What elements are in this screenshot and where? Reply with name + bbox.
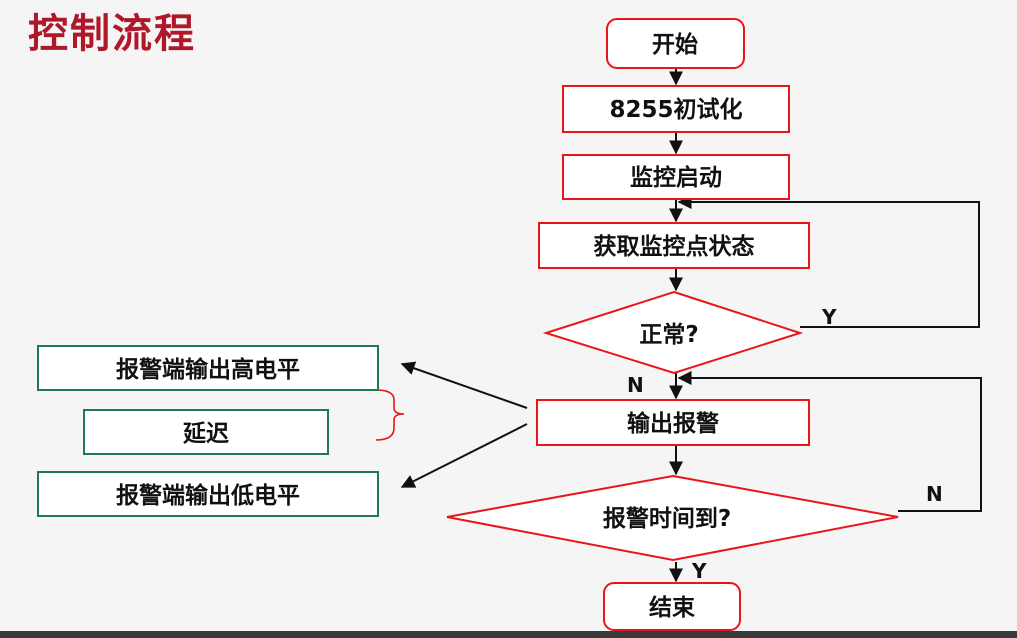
side-step-delay-label: 延迟 (182, 421, 229, 447)
node-monitor-start: 监控启动 (562, 154, 790, 200)
node-output-alarm: 输出报警 (536, 399, 810, 446)
connectors (400, 68, 982, 583)
page-title: 控制流程 (28, 11, 196, 57)
decision-normal-label: 正常? (639, 322, 698, 348)
node-get-status: 获取监控点状态 (538, 222, 810, 269)
arrow-output-to-high (400, 361, 528, 409)
node-start-label: 开始 (652, 31, 698, 58)
bottom-bar (0, 631, 1017, 638)
side-step-low: 报警端输出低电平 (37, 471, 379, 517)
node-init-label: 8255初试化 (609, 96, 742, 123)
decision-alarm-time-label: 报警时间到? (603, 506, 731, 532)
decision-alarm-time: 报警时间到? (446, 474, 899, 562)
arrow-output-to-low (400, 423, 528, 488)
loop-time-no (677, 371, 982, 512)
edge-label-time-no: N (926, 482, 943, 506)
node-get-status-label: 获取监控点状态 (594, 233, 755, 260)
side-step-delay: 延迟 (83, 409, 329, 455)
side-step-high: 报警端输出高电平 (37, 345, 379, 391)
decision-normal: 正常? (542, 290, 804, 375)
edge-label-normal-no: N (627, 373, 644, 397)
node-init: 8255初试化 (562, 85, 790, 133)
node-end-label: 结束 (649, 595, 696, 621)
node-end: 结束 (603, 582, 741, 631)
side-step-high-label: 报警端输出高电平 (116, 356, 300, 383)
side-steps-brace (375, 389, 405, 441)
edge-label-time-yes: Y (691, 559, 707, 583)
side-step-low-label: 报警端输出低电平 (116, 482, 300, 509)
node-output-alarm-label: 输出报警 (627, 410, 719, 437)
node-monitor-start-label: 监控启动 (630, 164, 722, 191)
node-start: 开始 (606, 18, 745, 69)
loop-normal-yes (677, 195, 980, 328)
edge-label-normal-yes: Y (821, 305, 837, 329)
